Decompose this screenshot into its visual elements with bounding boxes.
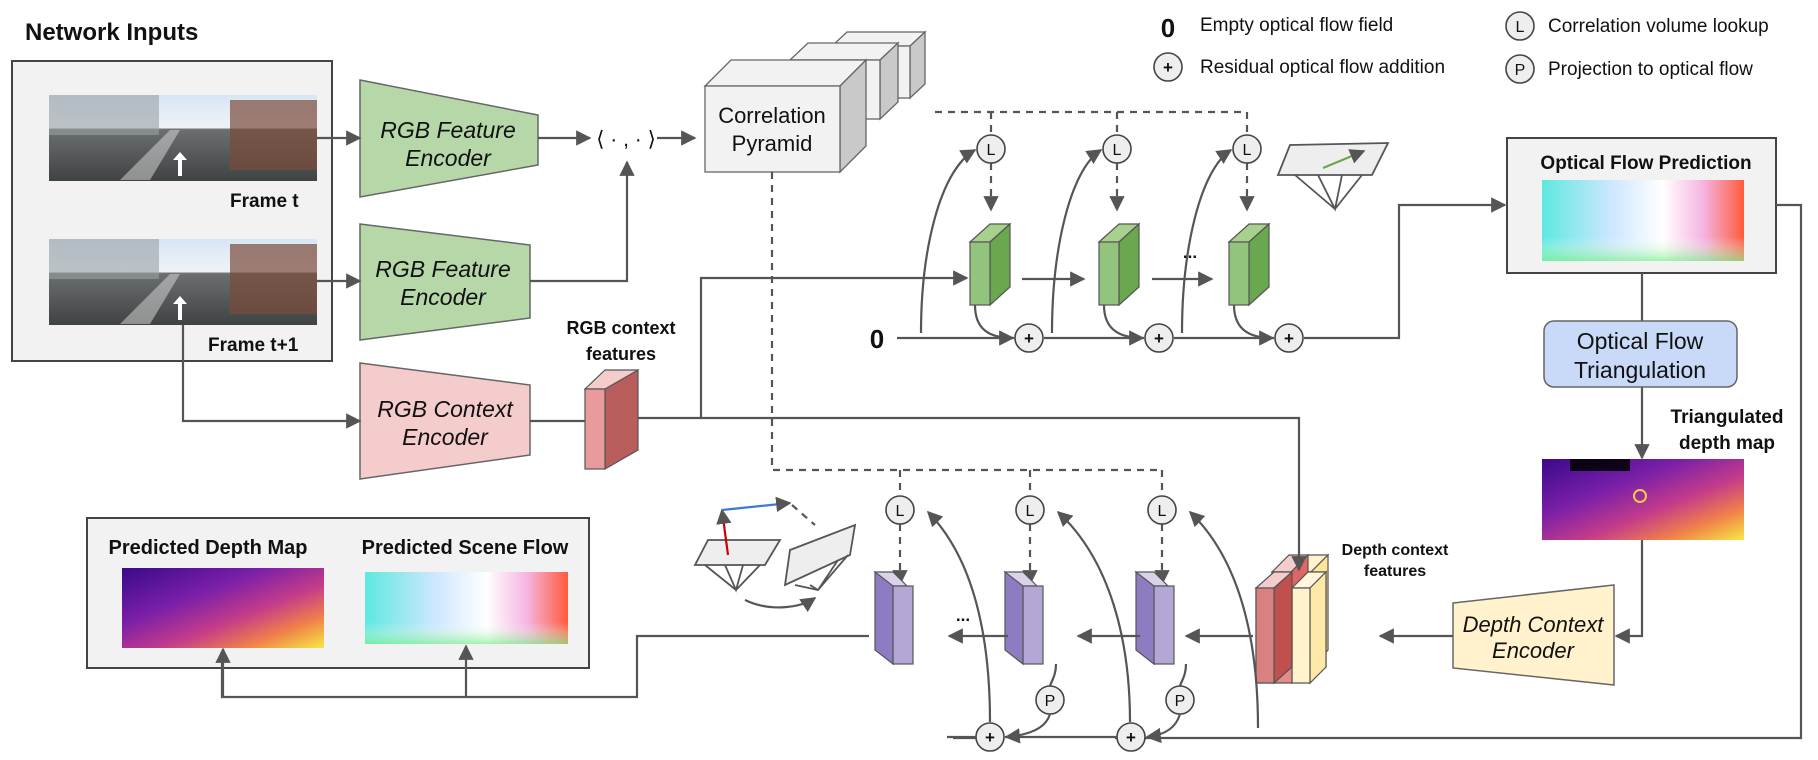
svg-text:Encoder: Encoder [402,424,489,450]
gru-block-purple [1134,570,1175,666]
svg-text:Encoder: Encoder [1492,638,1576,663]
svg-text:Triangulation: Triangulation [1574,357,1706,383]
predicted-scene-flow-title: Predicted Scene Flow [362,537,569,559]
rgb-context-features-label-2: features [586,344,656,364]
svg-text:P: P [1045,693,1056,710]
inner-product-symbol: ⟨ · , · ⟩ [596,128,656,151]
svg-text:Optical Flow: Optical Flow [1577,328,1704,354]
optical-flow-triangulation [1543,320,1738,388]
plus-node: + [975,722,1005,752]
predicted-depth-map-title: Predicted Depth Map [109,537,308,559]
svg-text:Depth Context: Depth Context [1463,612,1605,637]
svg-text:L: L [896,503,905,520]
gru-block-purple [873,570,914,666]
plus-node: + [1116,722,1146,752]
rgb-feature-encoder-2: RGB Feature Encoder [359,223,531,341]
frame-t1-label: Frame t+1 [208,335,299,356]
frame-t-label: Frame t [230,191,299,212]
rgb-context-features-label: RGB context [566,318,675,338]
depth-context-features-label: Depth context [1342,542,1449,559]
legend-proj-label: Projection to optical flow [1548,59,1753,80]
gru-block-green [1227,222,1271,307]
svg-text:L: L [1026,503,1035,520]
projection-node: P [1165,685,1195,715]
projection-node: P [1035,685,1065,715]
svg-text:L: L [1158,503,1167,520]
legend-empty-symbol: 0 [1161,13,1175,43]
predicted-scene-flow-image [365,572,568,644]
legend-lookup-symbol: L [1516,19,1525,36]
svg-text:Encoder: Encoder [405,145,492,171]
frame-t1-image [49,239,317,325]
lookup-node: L [1015,495,1045,525]
svg-text:RGB Feature: RGB Feature [375,256,511,282]
gru-block-green [968,222,1012,307]
legend-lookup-label: Correlation volume lookup [1548,16,1769,37]
lookup-node: L [1147,495,1177,525]
lookup-node: L [1102,134,1132,164]
plus-node: + [1274,323,1304,353]
svg-text:L: L [987,142,996,159]
triangulated-depth-label-2: depth map [1679,433,1775,454]
legend-plus-label: Residual optical flow addition [1200,57,1445,78]
rgb-context-encoder: RGB Context Encoder [359,362,531,480]
svg-text:Encoder: Encoder [400,284,487,310]
plus-node: + [1014,323,1044,353]
triangulated-depth-label: Triangulated [1671,407,1784,428]
plus-node: + [1144,323,1174,353]
rgb-context-features-block [583,368,640,471]
ellipsis-lower: ... [956,606,970,625]
zero-initial-flow: 0 [870,324,884,354]
svg-text:Pyramid: Pyramid [732,131,813,156]
frame-t-image [49,95,317,181]
depth-context-features-label-2: features [1364,563,1426,580]
optical-flow-image [1542,180,1744,261]
predicted-depth-image [122,568,324,648]
legend-proj-symbol: P [1515,62,1526,79]
svg-text:Correlation: Correlation [718,103,826,128]
camera-flow-icon [1276,142,1390,212]
lookup-node: L [885,495,915,525]
svg-text:L: L [1243,142,1252,159]
network-inputs-title: Network Inputs [25,19,198,46]
camera-scene-flow-icon [693,496,857,613]
depth-context-encoder: Depth Context Encoder [1452,584,1615,686]
legend-empty-label: Empty optical flow field [1200,15,1393,36]
svg-text:RGB Feature: RGB Feature [380,117,516,143]
lookup-node: L [1232,134,1262,164]
svg-text:+: + [1024,329,1034,348]
svg-text:+: + [1126,728,1136,747]
svg-text:P: P [1175,693,1186,710]
legend-plus-symbol: + [1163,58,1173,77]
svg-text:+: + [1284,329,1294,348]
lookup-node: L [976,134,1006,164]
depth-context-features-block-front [1254,570,1328,685]
svg-text:RGB Context: RGB Context [377,396,514,422]
svg-text:+: + [985,728,995,747]
correlation-pyramid: Correlation Pyramid [703,30,927,174]
gru-block-purple [1003,570,1044,666]
rgb-feature-encoder-1: RGB Feature Encoder [359,79,539,198]
gru-block-green [1097,222,1141,307]
legend: 0 Empty optical flow field + Residual op… [1153,11,1769,84]
optical-flow-prediction-title: Optical Flow Prediction [1540,153,1751,174]
triangulated-depth-image [1542,459,1744,540]
svg-text:+: + [1154,329,1164,348]
svg-text:L: L [1113,142,1122,159]
